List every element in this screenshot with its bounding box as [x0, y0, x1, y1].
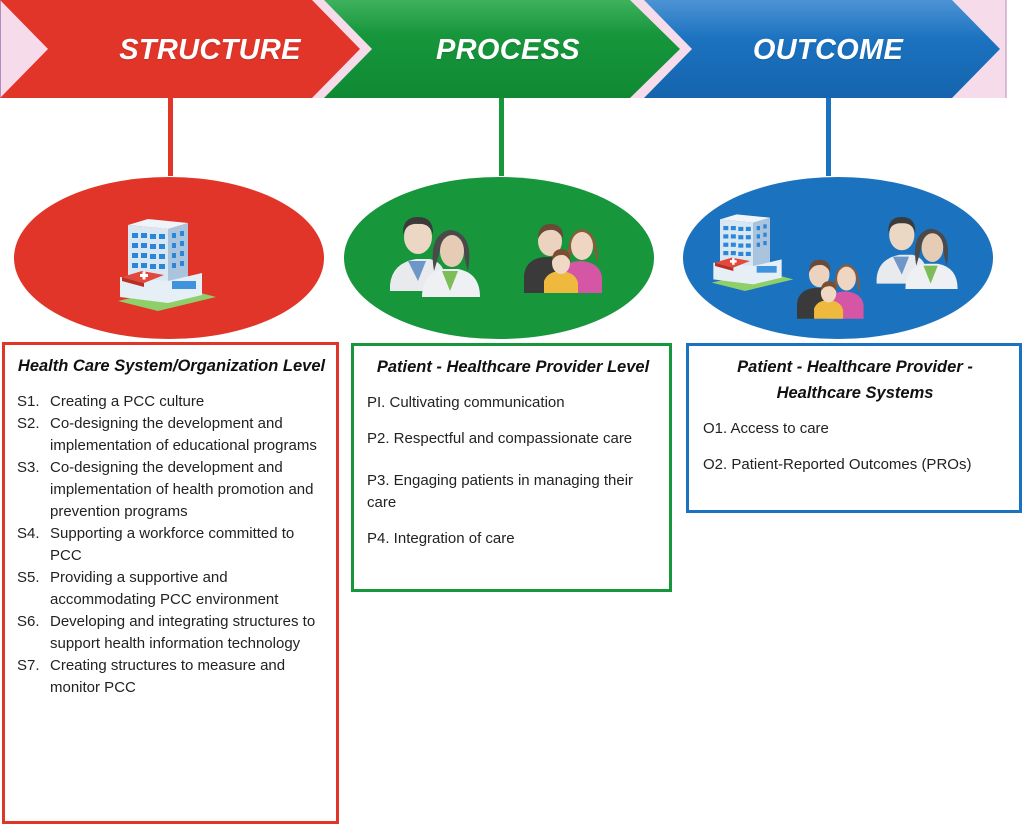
- list-item: S1. Creating a PCC culture: [17, 391, 326, 413]
- process-label: PROCESS: [436, 34, 580, 66]
- process-box-title: Patient - Healthcare Provider Level: [376, 358, 650, 376]
- list-item: S5. Providing a supportive and accommodat…: [17, 567, 326, 611]
- list-item: S7. Creating structures to measure and mo…: [17, 655, 326, 699]
- structure-box: Health Care System/Organization Level S1…: [2, 342, 339, 824]
- structure-connector: [168, 98, 173, 176]
- banner-graphic: [0, 0, 1007, 98]
- list-item: PI. Cultivating communication: [367, 394, 565, 411]
- list-item: P4. Integration of care: [367, 530, 515, 547]
- family-icon: [797, 259, 864, 319]
- process-arrow: [324, 0, 680, 98]
- doctors-icon: [390, 217, 480, 297]
- list-item: S6. Developing and integrating structures…: [17, 611, 326, 655]
- process-box: Patient - Healthcare Provider Level PI. …: [351, 343, 672, 592]
- item-number: S1.: [17, 393, 40, 410]
- structure-label: STRUCTURE: [119, 34, 301, 66]
- outcome-arrow: [644, 0, 1000, 98]
- outcome-list: O1. Access to care O2. Patient-Reported …: [703, 418, 1007, 476]
- list-item: O1. Access to care: [703, 420, 829, 437]
- structure-box-title: Health Care System/Organization Level: [17, 357, 326, 375]
- outcome-connector: [826, 98, 831, 176]
- item-number: S3.: [17, 459, 40, 476]
- item-text: Creating a PCC culture: [50, 393, 205, 410]
- item-number: S7.: [17, 657, 40, 674]
- item-number: S4.: [17, 525, 40, 542]
- doctors-icon: [876, 217, 958, 289]
- list-item: S3. Co-designing the development and impl…: [17, 457, 326, 523]
- list-item: S4. Supporting a workforce committed to P…: [17, 523, 326, 567]
- list-item: S2. Co-designing the development and impl…: [17, 413, 326, 457]
- item-text: Supporting a workforce committed to PCC: [50, 525, 295, 564]
- list-item: P2. Respectful and compassionate care: [367, 430, 633, 447]
- outcome-box-title: Patient - Healthcare Provider - Healthca…: [737, 358, 973, 402]
- item-text: Creating structures to measure and monit…: [50, 657, 286, 696]
- outcome-label: OUTCOME: [752, 34, 904, 66]
- family-icon: [524, 223, 602, 293]
- hospital-building-icon: [711, 214, 794, 291]
- structure-arrow: [0, 0, 360, 98]
- item-text: Providing a supportive and accommodating…: [50, 569, 279, 608]
- item-number: S6.: [17, 613, 40, 630]
- process-connector: [499, 98, 504, 176]
- item-number: S2.: [17, 415, 40, 432]
- list-item: P3. Engaging patients in managing their …: [367, 472, 634, 511]
- item-text: Co-designing the development and impleme…: [50, 415, 317, 454]
- process-oval: [344, 177, 654, 339]
- outcome-box: Patient - Healthcare Provider - Healthca…: [686, 343, 1022, 513]
- list-item: O2. Patient-Reported Outcomes (PROs): [703, 456, 972, 473]
- item-text: Co-designing the development and impleme…: [50, 459, 314, 520]
- process-list: PI. Cultivating communication P2. Respec…: [367, 392, 659, 550]
- spc-banner: STRUCTURE PROCESS OUTCOME: [0, 0, 1008, 98]
- item-text: Developing and integrating structures to…: [50, 613, 316, 652]
- structure-oval: [14, 177, 324, 339]
- outcome-oval: [683, 177, 993, 339]
- item-number: S5.: [17, 569, 40, 586]
- hospital-building-icon: [118, 219, 216, 311]
